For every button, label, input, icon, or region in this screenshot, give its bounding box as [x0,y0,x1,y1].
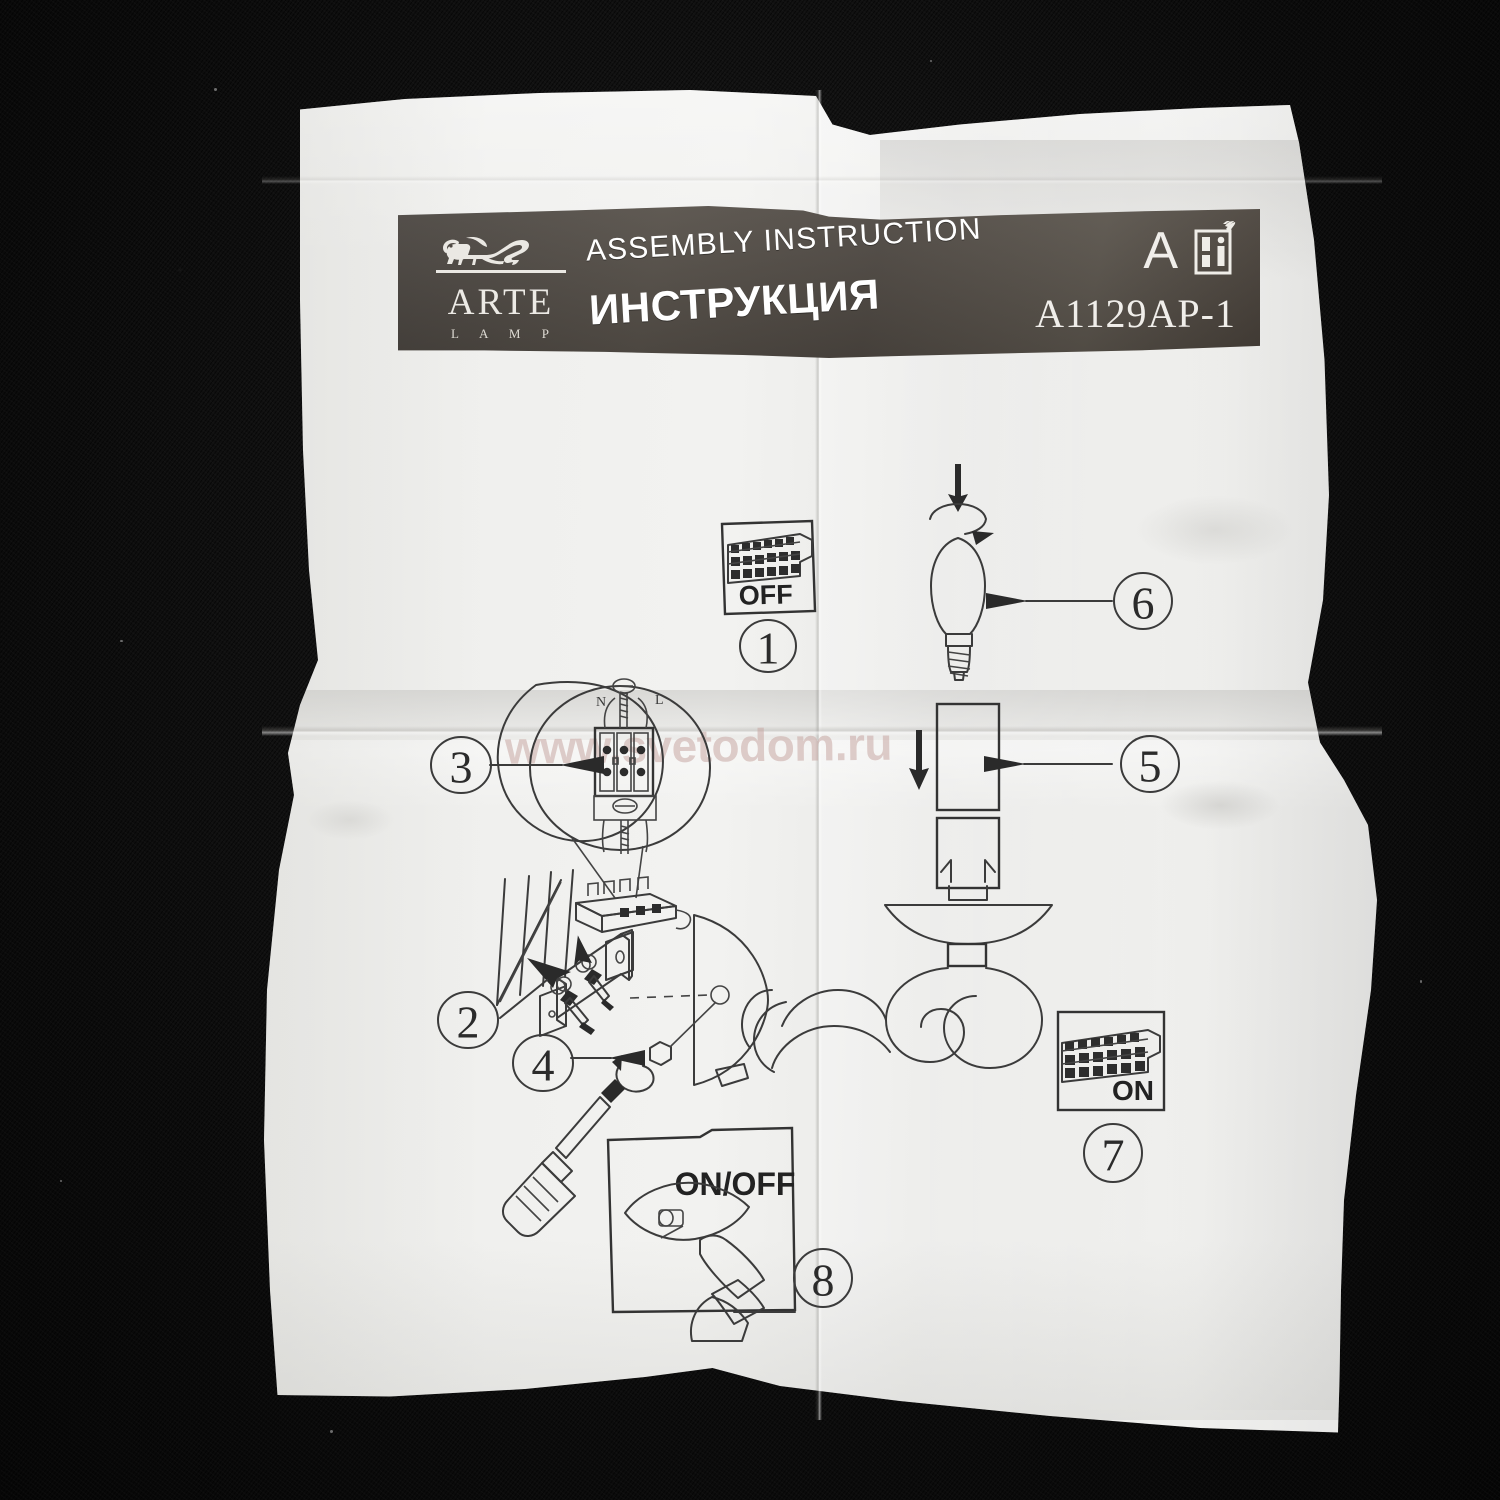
step-2-marker: 2 [457,997,480,1048]
svg-text:N: N [596,695,606,710]
step-3-marker: 3 [450,742,473,793]
circuit-breaker-panel-icon [727,533,813,584]
header-right-block: A A1129AP-1 [1006,220,1236,348]
step-4-marker: 4 [532,1040,555,1091]
step-7-marker: 7 [1102,1130,1125,1181]
step-4-group: 4 [502,1001,717,1237]
step-8-group: ON/OFF 8 [606,1126,853,1342]
wall-surface-icon [496,869,574,1006]
svg-text:L: L [655,693,664,708]
screw-icon-2 [550,976,595,1035]
step-7-group: ON 7 [1056,1010,1166,1183]
hand-pressing-switch-icon [624,1181,796,1342]
brand-subname: L A M P [451,326,558,341]
step-2-group: 2 [437,929,634,1049]
terminal-block-icon [575,876,692,933]
model-code: A1129AP-1 [1035,291,1236,336]
step-1-marker: 1 [757,623,780,674]
step-8-marker: 8 [812,1255,835,1306]
booklet-info-icon [1190,220,1236,282]
screw-icon [575,954,614,1011]
half-round-backplate-icon [629,914,769,1087]
s-scroll-arm-icon [741,967,1043,1073]
step-1-group: OFF 1 [720,519,817,674]
step-6-group: 6 [929,464,1173,681]
variant-letter: A [1143,222,1178,280]
brand-header-bar: ARTE L A M P ASSEMBLY INSTRUCTION ИНСТРУ… [398,206,1260,358]
lamp-body-group [741,816,1053,1073]
header-gloss [398,206,1260,358]
circuit-breaker-panel-icon-2 [1061,1029,1161,1083]
brand-logo: ARTE L A M P [426,224,576,341]
winged-lion-icon [426,224,576,282]
brand-name: ARTE [447,282,555,323]
step-7-caption: ON [1112,1075,1154,1106]
step-3-group: N L [430,678,711,933]
step-6-marker: 6 [1132,578,1155,629]
step-5-group: 5 [909,702,1180,812]
step-1-caption: OFF [738,579,793,610]
step-5-marker: 5 [1139,741,1162,792]
